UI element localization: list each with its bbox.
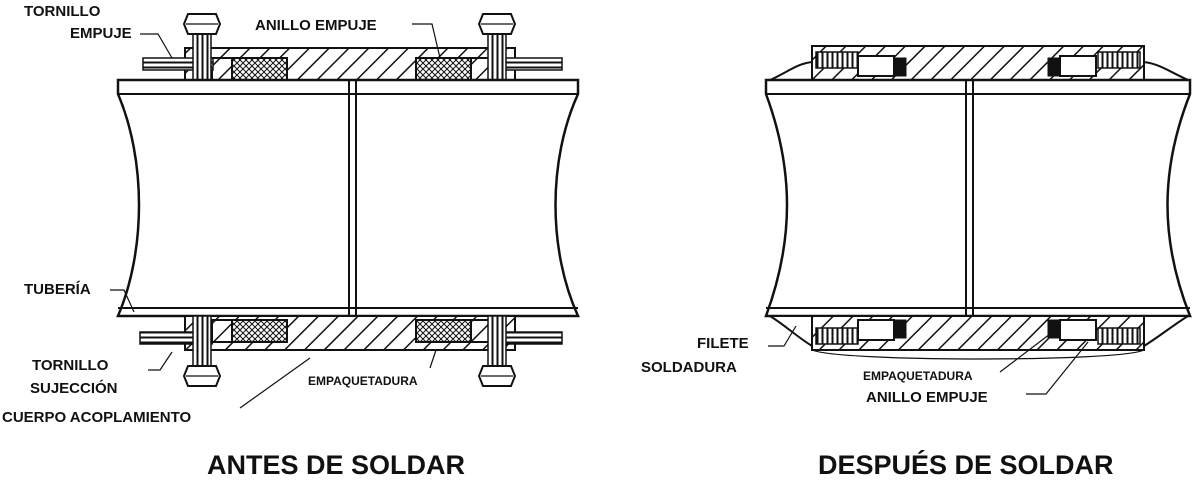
leader-coupling-body — [239, 357, 311, 409]
packing-top-left — [231, 57, 288, 81]
packing-bottom-left-after — [857, 319, 895, 341]
label-thrust-ring: ANILLO EMPUJE — [255, 17, 377, 34]
thrust-ring-top-left — [211, 57, 233, 81]
packing-bottom-left — [231, 319, 288, 343]
label-retaining-screw-line2: SUJECCIÓN — [30, 379, 118, 397]
label-packing: EMPAQUETADURA — [308, 374, 418, 388]
threaded-insert-top-left — [815, 51, 859, 69]
label-thrust-screw-line2: EMPUJE — [70, 25, 132, 42]
label-pipe: TUBERÍA — [24, 281, 91, 298]
packing-bottom-right — [415, 319, 472, 343]
leader-thrust-ring-after — [1026, 341, 1089, 395]
after-welding-drawing: FILETE SOLDADURA EMPAQUETADURA ANILLO EM… — [641, 45, 1192, 480]
label-fillet-weld-line2: SOLDADURA — [641, 359, 737, 376]
label-retaining-screw-line1: TORNILLO — [32, 357, 109, 374]
thrust-ring-bottom-right-after — [1047, 319, 1061, 339]
bolt-bottom-left — [192, 315, 212, 367]
fillet-weld-top-right — [1143, 60, 1189, 81]
thrust-ring-bottom-left — [211, 319, 233, 343]
fillet-weld-top-left — [769, 60, 813, 81]
label-thrust-screw-line1: TORNILLO — [24, 3, 101, 20]
bolt-top-right — [487, 31, 507, 83]
label-thrust-ring-after: ANILLO EMPUJE — [866, 389, 988, 406]
leader-packing — [429, 349, 437, 369]
packing-bottom-right-after — [1059, 319, 1097, 341]
threaded-insert-top-right — [1097, 51, 1141, 69]
leader-retaining-screw — [148, 351, 173, 371]
fillet-weld-bottom-right — [1143, 315, 1192, 348]
bolt-bottom-right — [487, 315, 507, 367]
label-fillet-weld-line1: FILETE — [697, 335, 749, 352]
thrust-ring-top-left-after — [893, 57, 907, 77]
threaded-insert-bottom-right — [1097, 327, 1141, 345]
packing-top-right-after — [1059, 55, 1097, 77]
leader-thrust-ring — [412, 23, 441, 59]
leader-thrust-screw — [140, 33, 173, 59]
bolt-top-left — [192, 31, 212, 83]
fillet-weld-bottom-left — [766, 315, 813, 348]
leader-pipe — [110, 289, 135, 313]
thrust-ring-top-right-after — [1047, 57, 1061, 77]
leader-packing-after — [999, 333, 1051, 373]
label-coupling-body: CUERPO ACOPLAMIENTO — [2, 409, 192, 426]
packing-top-left-after — [857, 55, 895, 77]
leader-fillet-weld — [768, 325, 797, 347]
caption-before: ANTES DE SOLDAR — [207, 450, 465, 480]
packing-top-right — [415, 57, 472, 81]
threaded-insert-bottom-left — [815, 327, 859, 345]
before-welding-drawing: TORNILLO EMPUJE ANILLO EMPUJE TUBERÍA TO… — [2, 3, 580, 480]
pipe-outline-after — [764, 78, 1192, 318]
caption-after: DESPUÉS DE SOLDAR — [818, 449, 1114, 480]
thrust-ring-bottom-left-after — [893, 319, 907, 339]
label-packing-after: EMPAQUETADURA — [863, 369, 973, 383]
